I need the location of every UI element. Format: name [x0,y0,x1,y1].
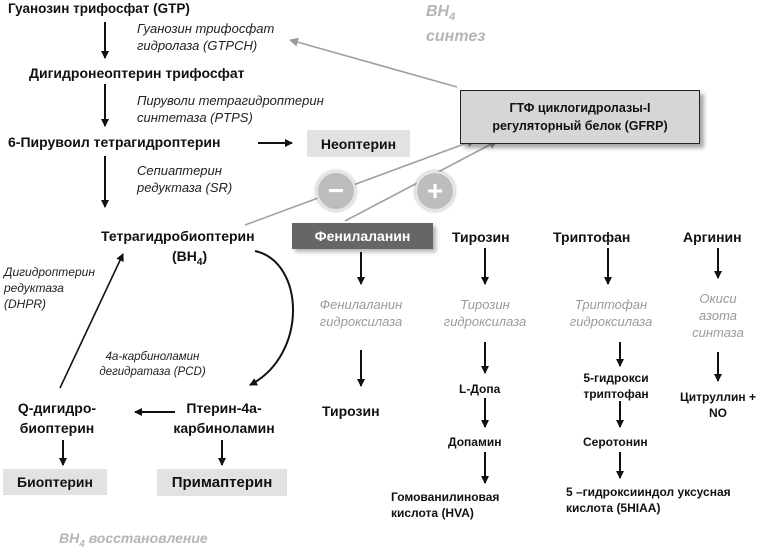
arrow-gfrp-gtpch [289,37,458,88]
recycling-label: BH4 восстановление [59,530,208,550]
tyr-enzyme-label: Тирозин гидроксилаза [443,297,527,329]
5htp-label: 5-гидрокси триптофан [583,371,649,401]
primapterin-box: Примаптерин [157,469,287,496]
arginine-label: Аргинин [683,229,742,245]
arrow-qdhb-bh4 [59,253,124,389]
gtpch-label: Гуанозин трифосфат гидролаза (GTPCH) [137,21,275,53]
tryptophan-label: Триптофан [553,229,631,245]
dopamine-label: Допамин [448,435,502,449]
synthesis-label-sub: 4 [449,11,456,24]
hva-label: Гомованилиновая кислота (HVA) [391,490,500,520]
activation-plus-icon: + [415,171,455,211]
carbinolamine-label: Птерин-4а- карбиноламин [173,400,275,436]
biopterin-box: Биоптерин [3,469,107,495]
bh4-label: Тетрагидробиоптерин [101,228,255,244]
phe-product-label: Тирозин [322,403,380,419]
tyrosine-label: Тирозин [452,229,510,245]
pcd-label: 4а-карбиноламин дегидратаза (PCD) [99,351,206,378]
phenylalanine-box: Фенилаланин [292,223,433,249]
trp-enzyme-label: Триптофан гидроксилаза [569,297,653,329]
bh4-abbrev-sub: 4 [196,256,203,268]
arrow-bh4-gfrp [244,138,476,226]
recycling-label-word: восстановление [88,530,208,546]
5hiaa-label: 5 –гидроксииндол уксусная кислота (5HIAA… [566,485,731,515]
arrow-bh4-carbinolamine [249,250,294,386]
q-dihydrobiopterin-label: Q-дигидро- биоптерин [17,400,97,436]
dhnp-label: Дигидронеоптерин трифосфат [29,65,245,81]
sr-label: Сепиаптерин редуктаза (SR) [137,163,233,195]
citrulline-no-label: Цитруллин + NO [680,390,756,420]
neopterin-box: Неоптерин [307,130,410,157]
ptp-label: 6-Пирувоил тетрагидроптерин [8,134,221,150]
ldopa-label: L-Допа [459,382,501,396]
phe-enzyme-label: Фенилаланин гидроксилаза [319,297,403,329]
bh4-name: Тетрагидробиоптерин [101,228,255,244]
synthesis-label: BH4 синтез [426,2,485,46]
ptps-label: Пируволи тетрагидроптерин синтетаза (PTP… [137,93,324,125]
serotonin-label: Серотонин [583,435,648,449]
bh4-abbrev-close: ) [202,248,208,264]
synthesis-label-bh: BH [426,3,450,20]
bh4-abbrev: (BH4) [172,248,207,268]
synthesis-label-word: синтез [426,28,486,46]
arg-enzyme-label: Окиси азота синтаза [692,291,744,340]
inhibition-minus-icon: − [316,171,356,211]
gfrp-label: ГТФ циклогидролазы-I регуляторный белок … [492,101,668,133]
gfrp-box: ГТФ циклогидролазы-I регуляторный белок … [460,90,700,144]
recycling-label-bh: BH [59,530,80,546]
recycling-label-sub: 4 [79,538,85,550]
gtp-label: Гуанозин трифосфат (GTP) [8,1,190,16]
bh4-abbrev-text: (BH [172,248,197,264]
dhpr-label: Дигидроптерин редуктаза (DHPR) [4,265,95,311]
